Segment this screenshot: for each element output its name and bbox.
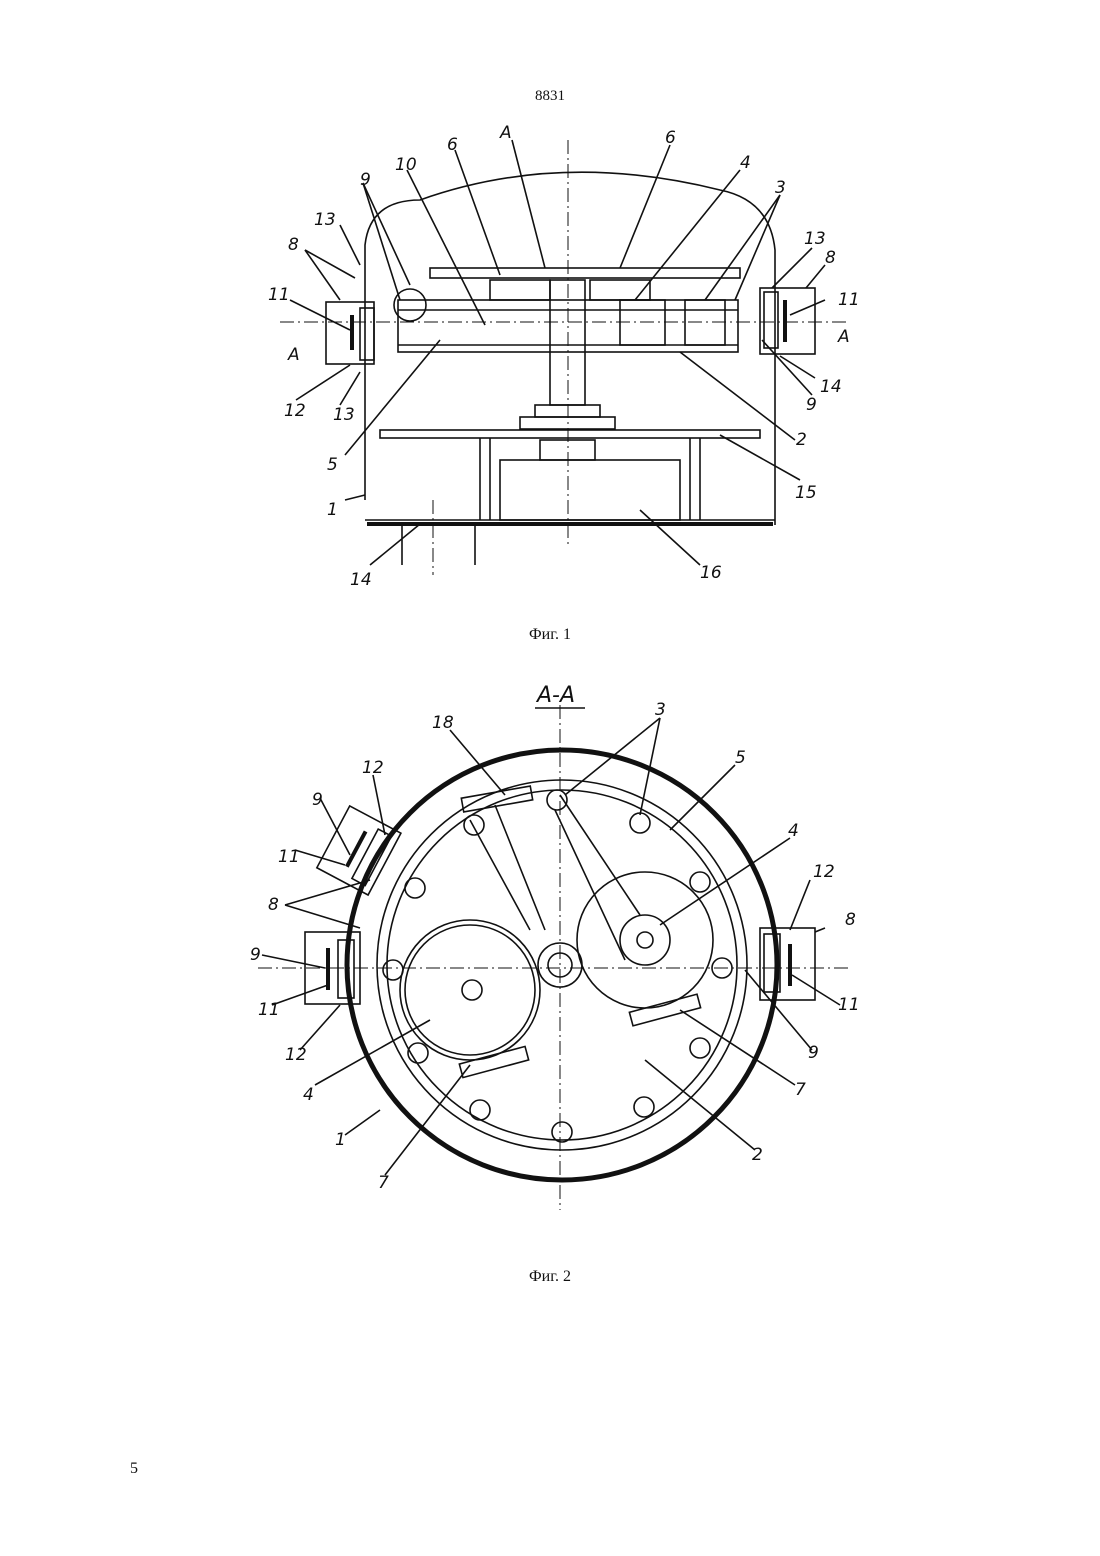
label: 12 — [813, 862, 835, 882]
label: 8 — [268, 895, 279, 915]
label: 7 — [795, 1080, 806, 1100]
label: 1 — [335, 1130, 346, 1150]
label: 11 — [258, 1000, 280, 1020]
label: 11 — [838, 995, 860, 1015]
label: 4 — [303, 1085, 314, 1105]
label: 9 — [808, 1043, 819, 1063]
label: 9 — [250, 945, 261, 965]
label: 7 — [378, 1173, 389, 1193]
figure-2-labels: 18 3 5 4 12 8 11 9 7 2 7 1 4 12 11 9 8 1… — [250, 700, 860, 1193]
section-title: А-А — [535, 683, 575, 708]
label: 9 — [312, 790, 323, 810]
label: 5 — [735, 748, 746, 768]
figure-2-caption: Фиг. 2 — [0, 1268, 1100, 1286]
label: 12 — [285, 1045, 307, 1065]
label: 2 — [752, 1145, 763, 1165]
label: 3 — [655, 700, 666, 720]
label: 12 — [362, 758, 384, 778]
label: 8 — [845, 910, 856, 930]
label: 11 — [278, 847, 300, 867]
label: 18 — [432, 713, 454, 733]
label: 4 — [788, 821, 799, 841]
page-footer-number: 5 — [130, 1460, 138, 1478]
